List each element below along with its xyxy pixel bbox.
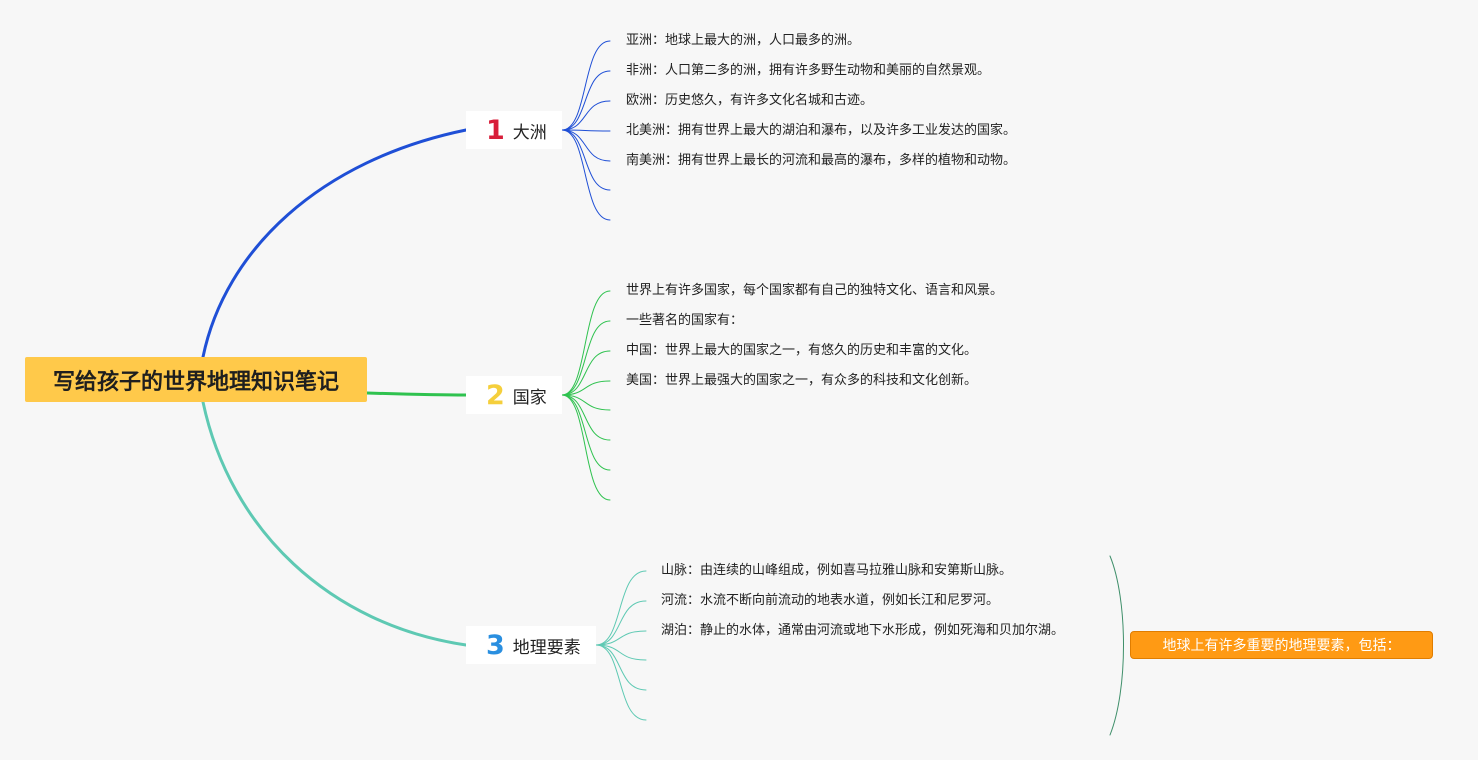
leaf-branch-1-item-2[interactable]: 中国：世界上最大的国家之一，有悠久的历史和丰富的文化。 [626,343,978,358]
leaf-branch-1-item-0[interactable]: 世界上有许多国家，每个国家都有自己的独特文化、语言和风景。 [626,283,1004,298]
branch-continents-label: 大洲 [512,122,547,143]
connector-branch-1-leaf-7 [561,394,611,501]
leaf-branch-2-item-2[interactable]: 湖泊：静止的水体，通常由河流或地下水形成，例如死海和贝加尔湖。 [661,623,1065,638]
connector-branch-1-leaf-4 [561,394,611,411]
connector-branch-2-leaf-3 [595,644,647,661]
branch-geographic-features-label: 地理要素 [512,637,581,658]
branch-countries[interactable]: 2 国家 [466,376,562,414]
connector-branch-2-leaf-1 [595,600,647,646]
branch-geographic-features[interactable]: 3 地理要素 [466,626,596,664]
root-topic-label: 写给孩子的世界地理知识笔记 [52,369,339,395]
connector-root-to-geographic-features [201,400,468,647]
summary-bracket [1109,555,1124,736]
leaf-branch-0-item-0[interactable]: 亚洲：地球上最大的洲，人口最多的洲。 [626,33,861,48]
connector-branch-1-leaf-3 [561,380,611,396]
leaf-branch-0-item-2[interactable]: 欧洲：历史悠久，有许多文化名城和古迹。 [626,93,874,108]
connector-branch-0-leaf-4 [561,129,611,162]
leaf-branch-2-item-0[interactable]: 山脉：由连续的山峰组成，例如喜马拉雅山脉和安第斯山脉。 [661,563,1013,578]
leaf-branch-2-item-1[interactable]: 河流：水流不断向前流动的地表水道，例如长江和尼罗河。 [661,593,1000,608]
number-one-icon: 1 [486,114,505,146]
leaf-branch-1-item-3[interactable]: 美国：世界上最强大的国家之一，有众多的科技和文化创新。 [626,373,978,388]
leaf-branch-1-item-1[interactable]: 一些著名的国家有： [626,313,744,328]
leaf-branch-0-item-3[interactable]: 北美洲：拥有世界上最大的湖泊和瀑布，以及许多工业发达的国家。 [626,123,1017,138]
number-three-icon: 3 [486,629,505,661]
root-topic[interactable]: 写给孩子的世界地理知识笔记 [25,357,367,402]
connector-branch-1-leaf-1 [561,320,611,396]
connector-branch-0-leaf-2 [561,100,611,131]
connector-root-to-continents [201,128,468,359]
connector-branch-2-leaf-2 [595,630,647,646]
connector-branch-1-leaf-0 [561,290,611,396]
connector-branch-1-leaf-5 [561,394,611,441]
connector-branch-0-leaf-6 [561,129,611,221]
number-two-icon: 2 [486,379,505,411]
connector-branch-2-leaf-5 [595,644,647,721]
summary-callout-label: 地球上有许多重要的地理要素，包括： [1162,638,1401,654]
connector-branch-0-leaf-3 [561,129,611,132]
leaf-branch-0-item-1[interactable]: 非洲：人口第二多的洲，拥有许多野生动物和美丽的自然景观。 [626,63,991,78]
connector-branch-2-leaf-4 [595,644,647,691]
leaf-branch-0-item-4[interactable]: 南美洲：拥有世界上最长的河流和最高的瀑布，多样的植物和动物。 [626,153,1017,168]
summary-callout[interactable]: 地球上有许多重要的地理要素，包括： [1130,631,1433,659]
branch-countries-label: 国家 [512,387,547,408]
branch-continents[interactable]: 1 大洲 [466,111,562,149]
connector-branch-0-leaf-0 [561,40,611,131]
connector-branch-0-leaf-1 [561,70,611,131]
connector-branch-1-leaf-2 [561,350,611,396]
connector-branch-1-leaf-6 [561,394,611,471]
connector-branch-0-leaf-5 [561,129,611,191]
connector-branch-2-leaf-0 [595,570,647,646]
connector-root-to-countries [365,391,468,397]
